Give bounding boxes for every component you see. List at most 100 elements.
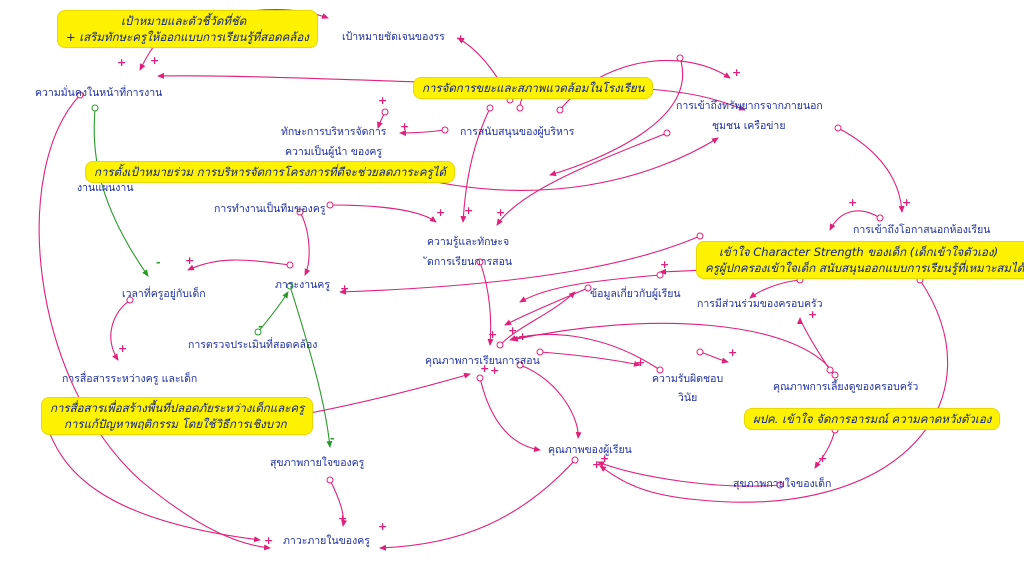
callout-goals-line-2: + เสริมทักษะครูให้ออกแบบการเรียนรู้ที่สอ… (66, 30, 309, 44)
causal-link-11 (496, 132, 668, 226)
link-tail-29 (656, 366, 664, 374)
causal-link-35 (479, 377, 541, 452)
causal-link-9 (460, 107, 491, 223)
causal-link-29 (509, 333, 661, 371)
node-student-info: ข้อมูลเกี่ยวกับผู้เรียน (590, 288, 681, 300)
node-communication: การสื่อสารระหว่างครู และเด็ก (62, 373, 198, 385)
node-child-health: สุขภาพกายใจของเด็ก (733, 478, 832, 490)
link-tail-9 (486, 104, 494, 112)
link-tail-20 (656, 271, 664, 279)
causal-link-17 (829, 210, 881, 231)
polarity-sign-3: + (378, 94, 387, 107)
causal-link-21 (187, 259, 291, 271)
polarity-sign-6: + (400, 120, 409, 133)
node-clear-goal: เป้าหมายชัดเจนของรร (342, 31, 445, 43)
callout-character-line-2: ครูผู้ปกครองเข้าใจเด็ก สนับสนุนออกแบบการ… (705, 261, 1024, 275)
causal-link-41 (44, 419, 261, 543)
polarity-sign-25: + (338, 512, 347, 525)
causal-link-16 (837, 127, 905, 213)
link-tail-43 (496, 341, 504, 349)
causal-link-12 (549, 57, 683, 177)
causal-link-31 (511, 322, 836, 376)
polarity-sign-17: + (118, 342, 127, 355)
link-tail-15 (296, 208, 304, 216)
polarity-sign-30: - (156, 256, 161, 269)
causal-link-26 (110, 299, 131, 361)
polarity-sign-13: + (808, 308, 817, 321)
callout-character-line-1: เข้าใจ Character Strength ของเด็ก (เด็กเ… (719, 245, 999, 259)
node-external-access: การเข้าถึงทรัพยากรจากภายนอก (676, 100, 823, 112)
polarity-sign-20: + (636, 356, 645, 369)
link-tail-16 (834, 124, 842, 132)
causal-link-15 (299, 211, 311, 276)
node-assessment: การตรวจประเมินที่สอดคล้อง (188, 339, 318, 351)
polarity-sign-4: + (456, 32, 465, 45)
causal-link-7 (399, 129, 446, 136)
polarity-sign-26: + (378, 520, 387, 533)
causal-link-38 (329, 479, 348, 527)
link-tail-26 (126, 296, 134, 304)
link-tail-42 (584, 284, 592, 292)
link-tail-39 (571, 456, 579, 464)
polarity-sign-12: + (660, 258, 669, 271)
link-tail-21 (286, 261, 294, 269)
causal-link-44 (339, 235, 701, 295)
link-tail-22 (476, 258, 484, 266)
polarity-sign-19: + (490, 364, 499, 377)
link-tail-17 (876, 214, 884, 222)
link-tail-8 (516, 104, 524, 112)
polarity-sign-9: + (436, 206, 445, 219)
node-admin-support: การสนับสนุนของผู้บริหาร (460, 126, 575, 138)
link-tail-32 (826, 366, 834, 374)
link-tail-10 (381, 108, 389, 116)
causal-link-28 (539, 351, 641, 367)
polarity-sign-27: + (264, 534, 273, 547)
node-learning-quality: คุณภาพการเรียนการสอน (425, 355, 540, 367)
causal-link-3 (157, 72, 421, 83)
causal-link-42 (504, 287, 589, 326)
causal-link-24 (289, 285, 333, 448)
causal-link-32 (797, 317, 831, 371)
causal-link-43 (499, 291, 576, 346)
node-community: ชุมชน เครือข่าย (712, 120, 786, 132)
callout-environment: การจัดการขยะและสภาพแวดล้อมในโรงเรียน (414, 78, 653, 98)
polarity-sign-16: + (488, 328, 497, 341)
link-tail-40 (76, 91, 84, 99)
node-student-quality: คุณภาพของผู้เรียน (548, 444, 632, 456)
link-tail-31 (831, 371, 839, 379)
callout-parents: ผปค. เข้าใจ จัดการอารมณ์ ความคาดหวังตัวเ… (745, 409, 1000, 429)
polarity-sign-24: + (600, 452, 609, 465)
polarity-sign-5: + (732, 66, 741, 79)
link-tail-7 (441, 126, 449, 134)
polarity-sign-11: + (848, 196, 857, 209)
link-tail-44 (696, 232, 704, 240)
node-admin-skill: ทักษะการบริหารจัดการ (281, 126, 387, 138)
node-responsibility-1: ความรับผิดชอบ (652, 373, 724, 385)
causal-link-22 (479, 261, 494, 346)
polarity-sign-18: + (480, 362, 489, 375)
causal-link-30 (699, 351, 729, 364)
link-tail-24 (286, 282, 294, 290)
polarity-sign-31: - (330, 432, 335, 445)
node-family-participation: การมีส่วนร่วมของครอบครัว (697, 298, 823, 310)
causal-link-13 (404, 137, 719, 191)
causal-link-33 (814, 429, 836, 469)
causal-link-19 (749, 279, 801, 299)
polarity-sign-23: + (592, 458, 601, 471)
polarity-sign-7: + (464, 204, 473, 217)
causal-link-34 (519, 364, 582, 439)
link-tail-5 (556, 106, 564, 114)
link-tail-30 (696, 348, 704, 356)
link-tail-34 (516, 361, 524, 369)
node-work-hidden: งานแผนงาน (77, 182, 134, 194)
node-workload: ภาระงานครู (275, 279, 330, 291)
link-tail-12 (676, 54, 684, 62)
link-tail-38 (326, 476, 334, 484)
polarity-sign-8: + (496, 206, 505, 219)
callout-safe-space-line-2: การแก้ปัญหาพฤติกรรม โดยใช้วิธีการเชิงบวก (64, 417, 287, 431)
link-tail-14 (326, 201, 334, 209)
causal-link-36 (599, 279, 949, 503)
link-tail-23 (91, 104, 99, 112)
polarity-sign-32: - (258, 320, 263, 333)
